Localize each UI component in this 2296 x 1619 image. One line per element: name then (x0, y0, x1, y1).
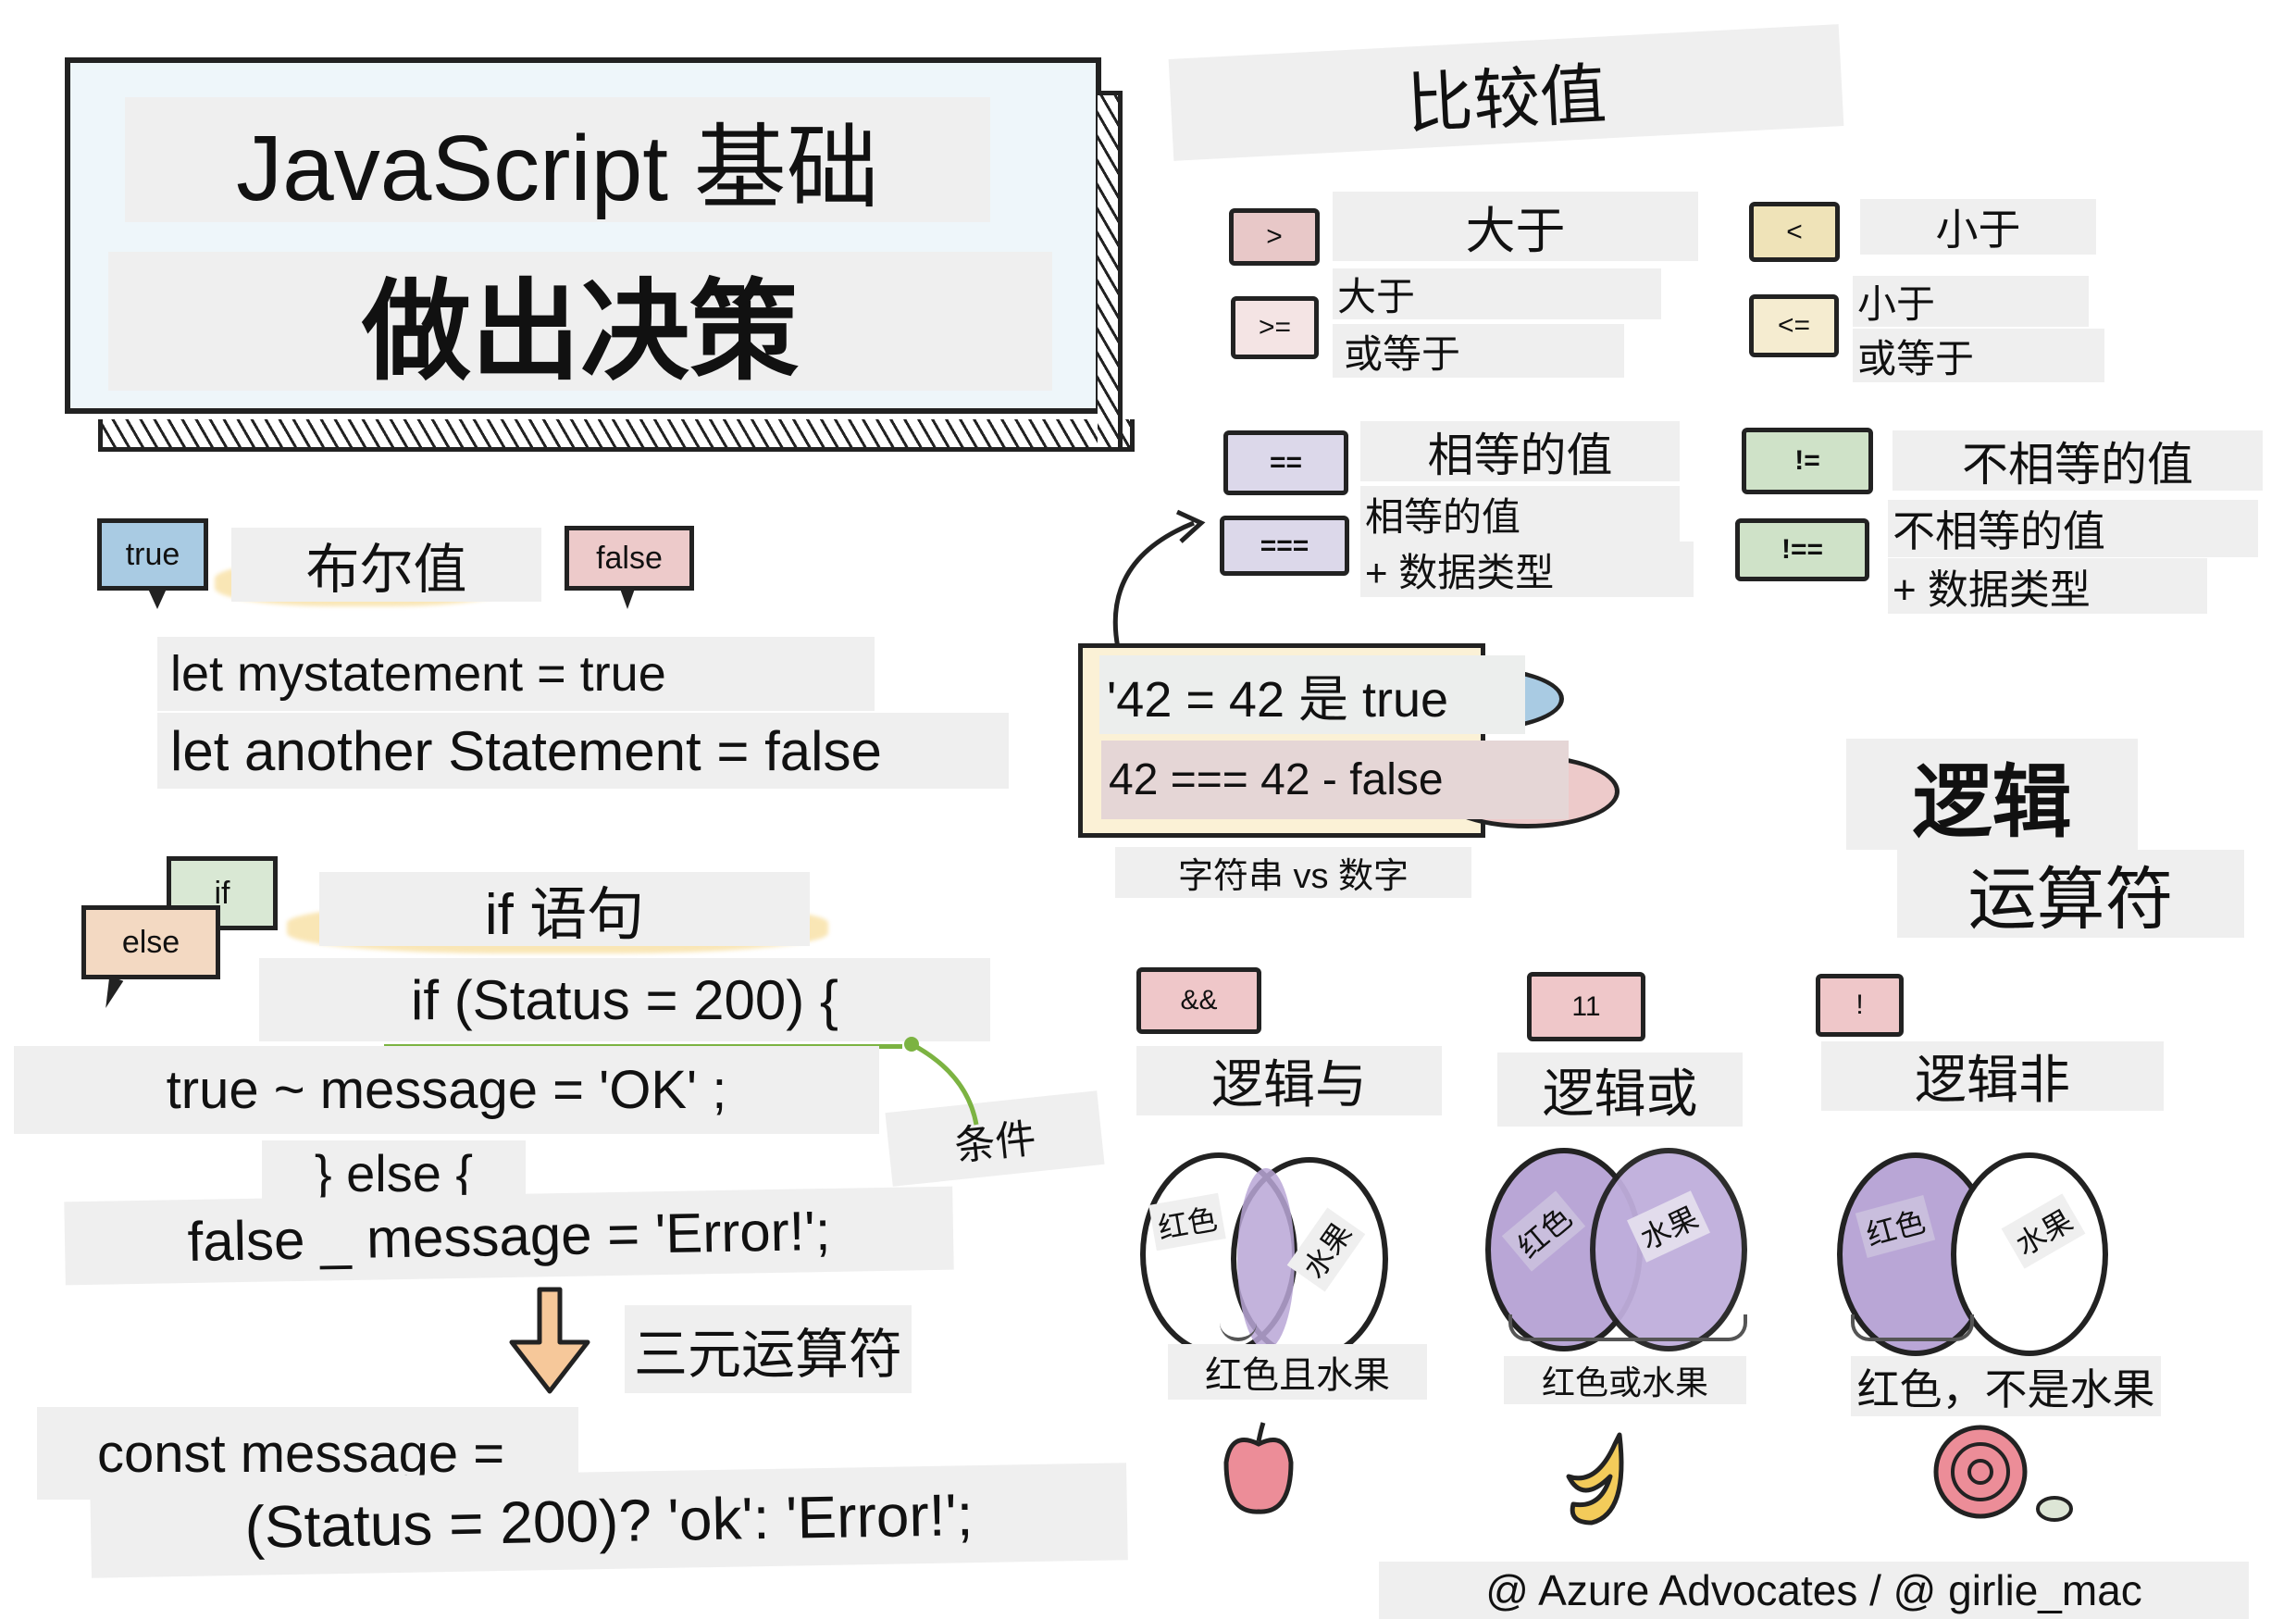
greater-equal-symbol: >= (1258, 312, 1292, 342)
example-strict-equal: 42 === 42 - false (1101, 741, 1569, 819)
or-operator-box: 11 (1527, 972, 1645, 1041)
title-card-hatch (98, 419, 1135, 452)
example-loose-equal: '42 = 42 是 true (1099, 655, 1525, 734)
or-result: 红色或水果 (1504, 1356, 1746, 1404)
and-brace (1220, 1310, 1257, 1341)
strict-equal-label-2: + 数据类型 (1360, 542, 1694, 597)
false-bubble: false (565, 526, 694, 591)
or-label: 逻辑或 (1497, 1052, 1743, 1127)
equal-symbol: == (1269, 447, 1303, 478)
title-card-hatch-side (1098, 91, 1123, 452)
less-equal-label-1: 小于 (1853, 276, 2089, 327)
greater-equal-label-1: 大于 (1333, 268, 1661, 319)
logic-subheading: 运算符 (1897, 850, 2244, 938)
and-operator-box: && (1136, 967, 1261, 1034)
true-bubble-text: true (125, 536, 180, 572)
boolean-code-line-1: let mystatement = true (157, 637, 875, 711)
rose-icon (1933, 1425, 2073, 1522)
greater-than-symbol: > (1266, 221, 1283, 252)
logic-heading: 逻辑 (1846, 739, 2138, 850)
greater-than-label: 大于 (1333, 192, 1698, 261)
less-than-label: 小于 (1860, 199, 2096, 255)
condition-arrow (904, 1037, 979, 1126)
not-label: 逻辑非 (1821, 1041, 2164, 1111)
and-label: 逻辑与 (1136, 1046, 1442, 1115)
strict-equal-box: === (1220, 516, 1349, 576)
true-bubble-tail (148, 589, 167, 609)
curved-arrow-icon (1112, 509, 1206, 649)
page-title: JavaScript 基础 (125, 97, 990, 222)
banana-icon (1566, 1432, 1624, 1526)
greater-equal-label-2: 或等于 (1333, 324, 1624, 378)
not-equal-symbol: != (1794, 445, 1820, 476)
strict-not-equal-symbol: !== (1781, 534, 1824, 565)
else-bubble-tail (98, 976, 124, 1011)
if-code-line-4: false _ message = 'Error!'; (64, 1186, 954, 1286)
if-bubble-text: if (214, 875, 230, 911)
greater-than-box: > (1229, 208, 1320, 266)
or-symbol: 11 (1571, 990, 1601, 1022)
strict-not-equal-box: !== (1735, 518, 1869, 581)
page-subtitle: 做出决策 (108, 252, 1052, 393)
ternary-code-line-2: (Status = 200)? 'ok': 'Error!'; (90, 1463, 1128, 1578)
strict-not-equal-label-1: 不相等的值 (1888, 500, 2258, 557)
else-bubble-text: else (121, 924, 180, 960)
else-bubble: else (81, 905, 220, 979)
if-heading: if 语句 (319, 872, 810, 947)
ternary-heading: 三元运算符 (625, 1305, 912, 1393)
apple-icon (1223, 1422, 1294, 1514)
strict-not-equal-label-2: + 数据类型 (1888, 558, 2207, 614)
true-bubble: true (97, 518, 208, 591)
false-bubble-tail (620, 589, 635, 609)
not-equal-box: != (1742, 428, 1873, 494)
or-venn-right (1590, 1148, 1747, 1351)
strict-equal-symbol: === (1260, 529, 1309, 561)
not-equal-label: 不相等的值 (1893, 430, 2263, 491)
not-brace (1851, 1314, 1974, 1341)
not-symbol: ! (1855, 990, 1864, 1020)
not-operator-box: ! (1816, 974, 1904, 1037)
if-code-line-3: } else { (262, 1140, 526, 1205)
and-symbol: && (1180, 985, 1218, 1015)
less-equal-symbol: <= (1777, 310, 1811, 341)
less-equal-box: <= (1749, 294, 1839, 357)
equal-label: 相等的值 (1360, 421, 1680, 481)
less-equal-label-2: 或等于 (1853, 329, 2104, 382)
if-code-line-2: true ~ message = 'OK' ; (14, 1046, 879, 1134)
if-code-line-1: if (Status = 200) { (259, 958, 990, 1041)
booleans-heading: 布尔值 (231, 528, 541, 602)
and-result: 红色且水果 (1168, 1344, 1427, 1400)
credit-line: @ Azure Advocates / @ girlie_mac (1379, 1562, 2249, 1619)
greater-equal-box: >= (1231, 296, 1319, 359)
boolean-code-line-2: let another Statement = false (157, 713, 1009, 789)
false-bubble-text: false (596, 540, 663, 576)
or-brace (1508, 1314, 1747, 1341)
if-bubble: if (167, 856, 278, 930)
less-than-box: < (1749, 202, 1840, 262)
down-arrow-icon (509, 1287, 590, 1394)
examples-caption: 字符串 vs 数字 (1115, 847, 1471, 898)
strict-equal-label-1: 相等的值 (1360, 486, 1680, 542)
equal-box: == (1223, 430, 1348, 495)
less-than-symbol: < (1786, 216, 1803, 247)
not-result: 红色，不是水果 (1851, 1356, 2161, 1416)
comparison-heading: 比较值 (1168, 24, 1844, 161)
